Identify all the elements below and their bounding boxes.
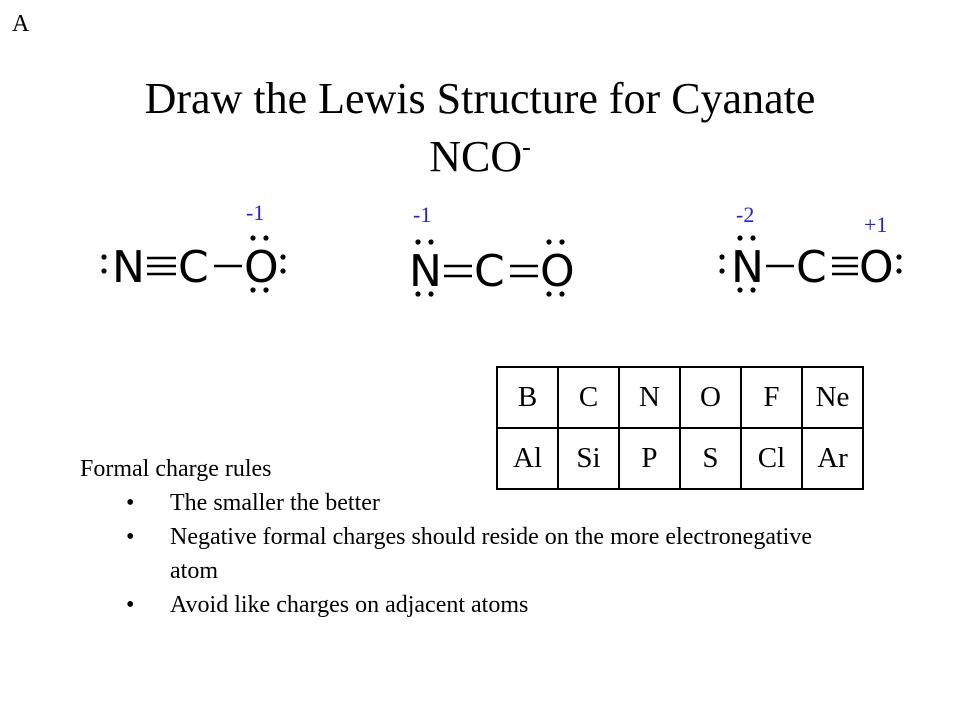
bullet-icon: •	[126, 524, 135, 550]
periodic-table-excerpt: B C N O F Ne Al Si P S Cl Ar	[496, 366, 864, 490]
element-cell: Ar	[801, 427, 864, 490]
rule-text: The smaller the better	[170, 490, 380, 516]
title-line-1: Draw the Lewis Structure for Cyanate	[144, 74, 816, 123]
title-formula-charge: -	[522, 132, 531, 162]
rules-heading: Formal charge rules	[80, 456, 272, 482]
element-cell: N	[618, 366, 681, 429]
bullet-icon: •	[126, 490, 135, 516]
structure-1-lone-pairs	[101, 235, 286, 293]
element-cell: Si	[557, 427, 620, 490]
slide-corner-label: A	[12, 11, 30, 37]
structure-2-atom-c: C	[474, 246, 505, 297]
rule-text: Avoid like charges on adjacent atoms	[170, 592, 529, 618]
structure-3-bond-co	[832, 256, 858, 276]
title-formula: NCO	[429, 132, 523, 181]
structure-1-atom-n: N	[112, 242, 145, 293]
lewis-structures: -1 N C O -1 N C O	[101, 200, 902, 297]
slide-title: Draw the Lewis Structure for Cyanate NCO…	[0, 70, 960, 186]
structure-3-atom-n: N	[731, 242, 764, 293]
structure-1-atom-c: C	[178, 242, 209, 293]
lewis-structure-2: -1 N C O	[409, 202, 575, 297]
title-line-2: NCO-	[0, 128, 960, 186]
structure-2-atom-o: O	[540, 246, 575, 297]
structure-3-charge-o: +1	[864, 212, 887, 237]
element-cell: F	[740, 366, 803, 429]
lewis-structure-1: -1 N C O	[101, 200, 286, 293]
rule-text: Negative formal charges should reside on…	[170, 524, 812, 584]
list-item: • Avoid like charges on adjacent atoms	[80, 588, 860, 622]
structure-2-atom-n: N	[409, 246, 442, 297]
structure-3-lone-pairs	[719, 235, 902, 293]
element-cell: P	[618, 427, 681, 490]
list-item: • Negative formal charges should reside o…	[80, 520, 860, 588]
structure-1-bond-nc	[147, 256, 176, 276]
bullet-icon: •	[126, 592, 135, 618]
periodic-row-3: Al Si P S Cl Ar	[496, 427, 864, 490]
structure-3-atom-o: O	[859, 242, 894, 293]
element-cell: C	[557, 366, 620, 429]
structure-2-bond-co	[510, 264, 538, 278]
structure-2-lone-pairs	[415, 239, 565, 297]
list-item: • The smaller the better	[80, 486, 860, 520]
structure-2-bond-nc	[444, 264, 472, 278]
formal-charge-rules: Formal charge rules • The smaller the bet…	[80, 452, 860, 622]
element-cell: S	[679, 427, 742, 490]
structure-1-charge-o: -1	[246, 200, 264, 225]
structure-3-atom-c: C	[796, 242, 827, 293]
element-cell: Al	[496, 427, 559, 490]
lewis-structure-3: -2 +1 N C O	[719, 202, 902, 293]
structure-3-charge-n: -2	[736, 202, 754, 227]
rules-list: • The smaller the better • Negative formal…	[80, 486, 860, 622]
structure-1-atom-o: O	[244, 242, 279, 293]
structure-2-charge-n: -1	[413, 202, 431, 227]
element-cell: Cl	[740, 427, 803, 490]
element-cell: Ne	[801, 366, 864, 429]
element-cell: O	[679, 366, 742, 429]
periodic-row-2: B C N O F Ne	[496, 366, 864, 429]
element-cell: B	[496, 366, 559, 429]
